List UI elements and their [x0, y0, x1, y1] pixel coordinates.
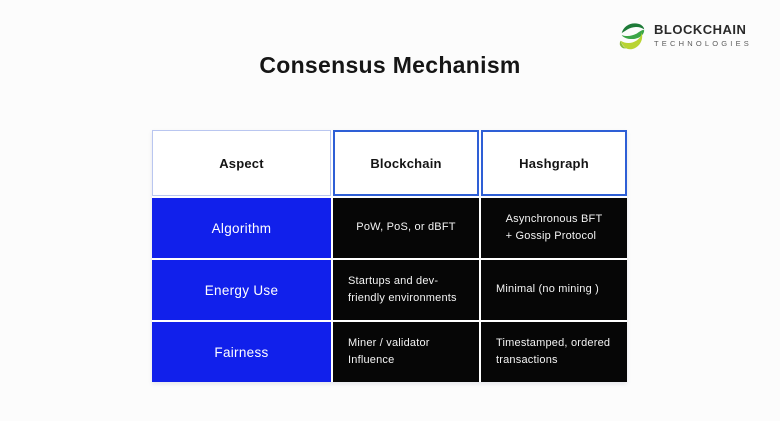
comparison-table: Aspect Blockchain Hashgraph Algorithm Po…: [152, 130, 627, 382]
cell-fairness-hashgraph: Timestamped, ordered transactions: [481, 322, 627, 382]
cell-energy-hashgraph: Minimal (no mining ): [481, 260, 627, 320]
column-header-hashgraph: Hashgraph: [481, 130, 627, 196]
cell-energy-blockchain: Startups and dev- friendly environments: [333, 260, 479, 320]
row-label-energy-use: Energy Use: [152, 260, 331, 320]
cell-fairness-blockchain: Miner / validator Influence: [333, 322, 479, 382]
blockchain-logo-icon: [619, 23, 645, 50]
page-title: Consensus Mechanism: [259, 52, 521, 78]
brand-logo-text: BLOCKCHAIN TECHNOLOGIES: [654, 22, 752, 49]
cell-algorithm-blockchain: PoW, PoS, or dBFT: [333, 198, 479, 258]
column-header-blockchain: Blockchain: [333, 130, 479, 196]
logo-tagline: TECHNOLOGIES: [654, 39, 752, 49]
logo-name: BLOCKCHAIN: [654, 22, 747, 38]
row-label-fairness: Fairness: [152, 322, 331, 382]
cell-algorithm-hashgraph: Asynchronous BFT + Gossip Protocol: [481, 198, 627, 258]
row-label-algorithm: Algorithm: [152, 198, 331, 258]
column-header-aspect: Aspect: [152, 130, 331, 196]
cell-text: Asynchronous BFT + Gossip Protocol: [505, 212, 603, 242]
brand-logo: BLOCKCHAIN TECHNOLOGIES: [617, 20, 752, 52]
